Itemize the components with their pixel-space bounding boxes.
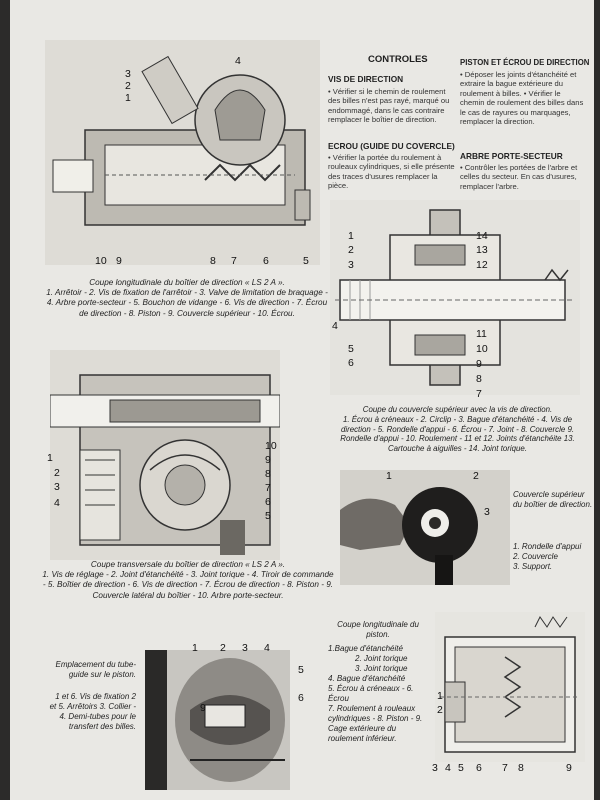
figure-tube-guide-photo <box>145 650 290 790</box>
fig6-label-1: 1 <box>437 690 443 702</box>
fig2-label-5: 5 <box>348 343 354 355</box>
fig4-caption: Couvercle supérieur du boîtier de direct… <box>513 490 593 509</box>
fig3-label-1: 1 <box>47 452 53 464</box>
fig1-label-2: 2 <box>125 80 131 92</box>
ecrou-title: ECROU (GUIDE DU COVERCLE) <box>328 141 455 151</box>
fig4-item-1: 1. Rondelle d'appui <box>513 542 582 551</box>
fig1-label-10: 10 <box>95 255 107 267</box>
fig1-caption-body: 1. Arrêtoir - 2. Vis de fixation de l'ar… <box>46 288 328 318</box>
fig6-caption: Coupe longitudinale du piston. <box>337 620 419 639</box>
fig1-label-5: 5 <box>303 255 309 267</box>
fig3-label-8: 8 <box>265 468 271 480</box>
fig3-label-5: 5 <box>265 510 271 522</box>
fig3-label-3: 3 <box>54 481 60 493</box>
fig2-label-14: 14 <box>476 230 488 242</box>
fig2-label-2: 2 <box>348 244 354 256</box>
fig2-label-10: 10 <box>476 343 488 355</box>
fig4-label-2: 2 <box>473 470 479 482</box>
fig5-caption: Emplacement du tube-guide sur le piston. <box>55 660 137 679</box>
fig1-label-3: 3 <box>125 68 131 80</box>
ecrou-text: • Vérifier la portée du roulement à roul… <box>328 153 455 191</box>
fig6-label-5: 5 <box>458 762 464 774</box>
fig2-label-4: 4 <box>332 320 338 332</box>
fig2-label-1: 1 <box>348 230 354 242</box>
fig5-label-1: 1 <box>192 642 198 654</box>
piston-section-drawing <box>440 616 580 753</box>
fig3-label-4: 4 <box>54 497 60 509</box>
fig6-item-2: 2. Joint torique <box>355 654 408 663</box>
fig5-label-3: 3 <box>242 642 248 654</box>
fig6-item-7: 7. Roulement à rouleaux cylindriques - 8… <box>328 704 423 743</box>
manual-page: 3 2 1 4 10 9 8 7 6 5 Coupe longitudinale… <box>10 0 594 800</box>
fig1-caption-title: Coupe longitudinale du boîtier de direct… <box>89 278 285 287</box>
fig6-label-6: 6 <box>476 762 482 774</box>
fig1-label-4: 4 <box>235 55 241 67</box>
fig4-label-3: 3 <box>484 506 490 518</box>
fig3-label-10: 10 <box>265 440 277 452</box>
fig1-label-1: 1 <box>125 92 131 104</box>
fig6-label-9: 9 <box>566 762 572 774</box>
top-cover-photo-image <box>340 470 510 585</box>
figure-transversal-section <box>50 350 280 560</box>
longitudinal-section-drawing <box>45 40 320 265</box>
fig3-caption-title: Coupe transversale du boîtier de directi… <box>90 560 286 569</box>
figure-longitudinal-section <box>45 40 320 265</box>
fig2-caption: Coupe du couvercle supérieur avec la vis… <box>330 405 585 454</box>
fig6-label-7: 7 <box>502 762 508 774</box>
fig5-label-4: 4 <box>264 642 270 654</box>
transversal-section-drawing <box>50 350 280 560</box>
fig2-label-11: 11 <box>476 328 487 340</box>
fig2-caption-title: Coupe du couvercle supérieur avec la vis… <box>362 405 553 414</box>
controles-title: CONTROLES <box>368 54 428 65</box>
fig2-caption-body: 1. Écrou à créneaux - 2. Circlip - 3. Ba… <box>340 414 575 454</box>
fig5-label-6: 6 <box>298 692 304 704</box>
arbre-text: • Contrôler les portées de l'arbre et ce… <box>460 163 578 191</box>
fig6-item-3: 3. Joint torique <box>355 664 408 673</box>
figure-top-cover-section <box>330 200 580 395</box>
fig2-label-8: 8 <box>476 373 482 385</box>
fig3-label-6: 6 <box>265 496 271 508</box>
fig2-label-3: 3 <box>348 259 354 271</box>
fig1-label-6: 6 <box>263 255 269 267</box>
fig2-label-7: 7 <box>476 388 482 400</box>
fig4-label-1: 1 <box>386 470 392 482</box>
fig2-label-9: 9 <box>476 358 482 370</box>
fig1-caption: Coupe longitudinale du boîtier de direct… <box>42 278 332 319</box>
fig1-label-8: 8 <box>210 255 216 267</box>
fig5-label-2: 2 <box>220 642 226 654</box>
fig5-body: 1 et 6. Vis de fixation 2 et 5. Arrêtoir… <box>49 692 136 731</box>
fig2-label-6: 6 <box>348 357 354 369</box>
fig3-label-9: 9 <box>265 454 271 466</box>
arbre-title: ARBRE PORTE-SECTEUR <box>460 151 563 161</box>
fig6-label-2: 2 <box>437 704 443 716</box>
figure-piston-section <box>435 612 585 762</box>
fig2-label-13: 13 <box>476 244 488 256</box>
fig4-item-3: 3. Support. <box>513 562 553 571</box>
fig3-label-7: 7 <box>265 482 271 494</box>
tube-guide-photo-image <box>145 650 290 790</box>
fig5-label-5: 5 <box>298 664 304 676</box>
figure-top-cover-photo <box>340 470 510 585</box>
piston-title: PISTON ET ÉCROU DE DIRECTION <box>460 58 590 67</box>
top-cover-section-drawing <box>335 209 575 386</box>
fig4-item-2: 2. Couvercle <box>513 552 558 561</box>
fig6-label-4: 4 <box>445 762 451 774</box>
fig3-caption-body: 1. Vis de réglage - 2. Joint d'étanchéit… <box>42 570 334 600</box>
piston-text: • Déposer les joints d'étanchéité et ext… <box>460 70 584 127</box>
fig6-item-4: 4. Bague d'étanchéité <box>328 674 406 683</box>
vis-direction-text: • Vérifier si le chemin de roulement des… <box>328 87 450 125</box>
fig6-item-5: 5. Écrou à créneaux - 6. Écrou <box>328 684 414 703</box>
vis-direction-title: VIS DE DIRECTION <box>328 74 404 84</box>
fig5-label-9: 9 <box>200 702 206 714</box>
fig6-label-3: 3 <box>432 762 438 774</box>
fig3-caption: Coupe transversale du boîtier de directi… <box>42 560 334 601</box>
fig2-label-12: 12 <box>476 259 488 271</box>
fig1-label-9: 9 <box>116 255 122 267</box>
fig3-label-2: 2 <box>54 467 60 479</box>
fig6-label-8: 8 <box>518 762 524 774</box>
fig6-item-1: 1.Bague d'étanchéité <box>328 644 403 653</box>
fig1-label-7: 7 <box>231 255 237 267</box>
